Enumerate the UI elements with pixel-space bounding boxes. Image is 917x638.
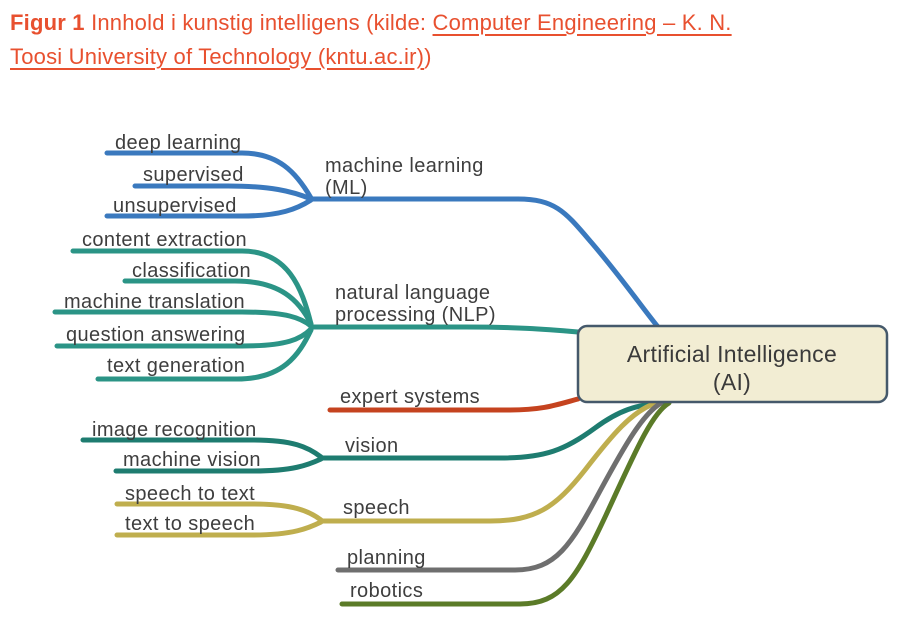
supervised-line <box>132 183 314 202</box>
speech-to-text-line <box>114 501 324 523</box>
machine-translation-label: machine translation <box>64 291 245 313</box>
expert-systems-label: expert systems <box>340 386 480 408</box>
machine-learning-label-line2: (ML) <box>325 177 368 199</box>
nlp-label: natural language <box>335 282 490 304</box>
robotics-line <box>339 400 672 607</box>
machine-learning-label: machine learning <box>325 155 484 177</box>
ai-node-label-line2: (AI) <box>713 369 751 395</box>
source-link-line1[interactable]: Computer Engineering – K. N. <box>432 10 732 35</box>
speech-label: speech <box>343 497 410 519</box>
machine-vision-line <box>113 456 324 474</box>
content-extraction-label: content extraction <box>82 229 247 251</box>
text-to-speech-line <box>114 519 324 538</box>
deep-learning-label: deep learning <box>115 132 241 154</box>
ai-node-label: Artificial Intelligence <box>627 341 837 367</box>
image-recognition-label: image recognition <box>92 419 257 441</box>
planning-label: planning <box>347 547 426 569</box>
deep-learning-line <box>104 150 314 201</box>
question-answering-label: question answering <box>66 324 246 346</box>
speech-to-text-label: speech to text <box>125 483 255 505</box>
branch-nlp: natural language processing (NLP) conten… <box>52 229 581 382</box>
unsupervised-line <box>104 197 314 219</box>
unsupervised-label: unsupervised <box>113 195 237 217</box>
vision-label: vision <box>345 435 399 457</box>
figure-caption: Figur 1 Innhold i kunstig intelligens (k… <box>10 6 890 74</box>
source-link-line2[interactable]: Toosi University of Technology (kntu.ac.… <box>10 44 425 69</box>
machine-learning-trunk-line <box>308 196 661 330</box>
nlp-label-line2: processing (NLP) <box>335 304 496 326</box>
machine-vision-label: machine vision <box>123 449 261 471</box>
branch-robotics: robotics <box>339 400 672 607</box>
vision-trunk-line <box>318 400 667 461</box>
supervised-label: supervised <box>143 164 244 186</box>
planning-line <box>335 400 664 573</box>
caption-suffix: ) <box>424 44 432 69</box>
machine-translation-line <box>52 309 314 329</box>
text-to-speech-label: text to speech <box>125 513 255 535</box>
image-recognition-line <box>80 437 324 460</box>
root-node-ai: Artificial Intelligence (AI) <box>576 324 889 404</box>
branch-speech: speech speech to text text to speech <box>114 400 659 538</box>
nlp-trunk-line <box>308 324 581 335</box>
branch-vision: vision image recognition machine vision <box>80 400 667 474</box>
text-generation-line <box>95 327 314 382</box>
caption-text: Innhold i kunstig intelligens (kilde: <box>91 10 427 35</box>
text-generation-label: text generation <box>107 355 245 377</box>
branch-expert-systems: expert systems <box>327 386 581 413</box>
branch-machine-learning: machine learning (ML) deep learning supe… <box>104 132 661 330</box>
speech-trunk-line <box>318 400 659 524</box>
classification-line <box>122 278 314 327</box>
ai-node-box <box>576 324 889 404</box>
classification-label: classification <box>132 260 251 282</box>
branch-planning: planning <box>335 400 664 573</box>
content-extraction-line <box>70 248 314 327</box>
robotics-label: robotics <box>350 580 423 602</box>
expert-systems-line <box>327 396 581 413</box>
figure-number: Figur 1 <box>10 10 85 35</box>
